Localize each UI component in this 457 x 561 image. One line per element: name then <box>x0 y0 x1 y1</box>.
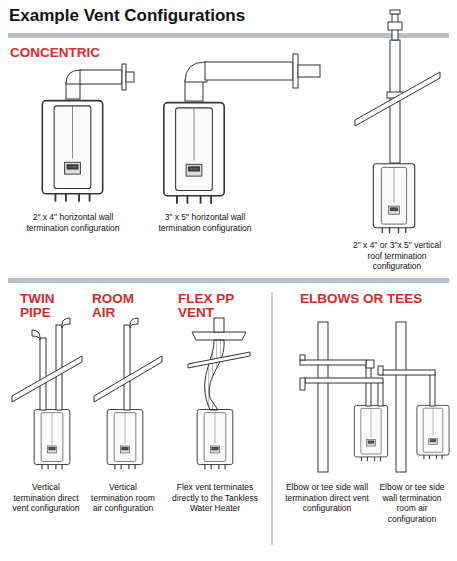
vent-caption: 3" x 5" horizontal wall termination conf… <box>150 212 260 233</box>
vent-caption: Elbow or tee side wall termination direc… <box>282 482 372 514</box>
section-heading: ELBOWS OR TEES <box>300 292 440 306</box>
vent-caption: Flex vent terminates directly to the Tan… <box>170 482 260 514</box>
section-heading: FLEX PP VENT <box>178 292 248 320</box>
page-title: Example Vent Configurations <box>9 6 245 26</box>
section-heading: CONCENTRIC <box>10 46 130 60</box>
vent-caption: Vertical termination room air configurat… <box>90 482 156 514</box>
vent-caption: 2" x 4" or 3"x 5" vertical roof terminat… <box>352 240 442 272</box>
vent-caption: 2" x 4" horizontal wall termination conf… <box>18 212 128 233</box>
section-heading: TWIN PIPE <box>20 292 70 320</box>
vent-caption: Elbow or tee side wall termination room … <box>372 482 452 525</box>
section-heading: ROOM AIR <box>92 292 147 320</box>
vent-caption: Vertical termination direct vent configu… <box>12 482 80 514</box>
